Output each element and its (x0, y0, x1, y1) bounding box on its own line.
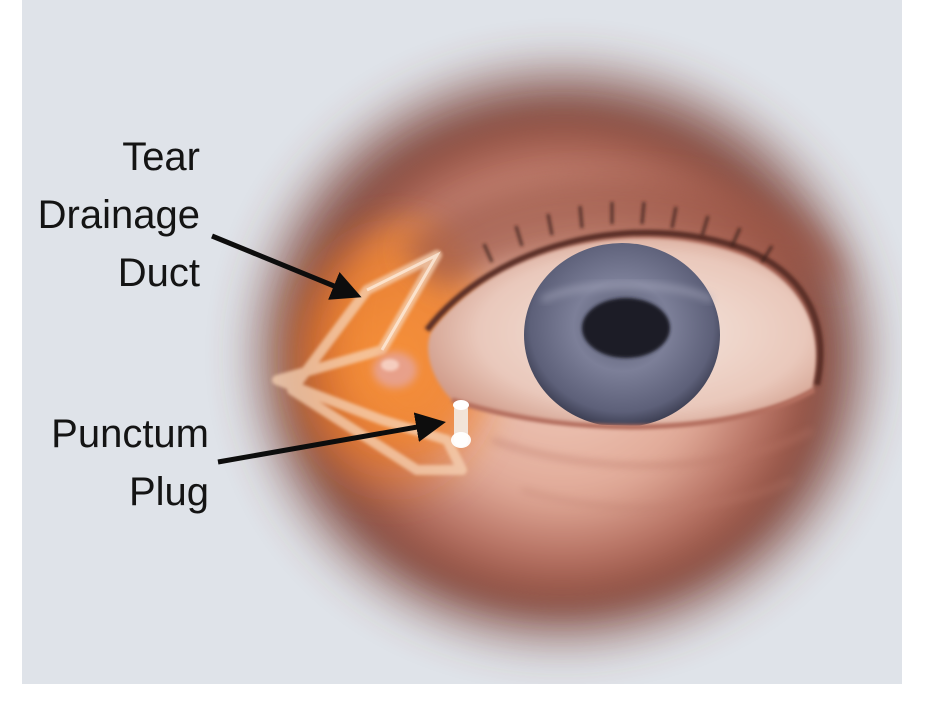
caruncle (373, 352, 417, 388)
iris-group (524, 243, 720, 427)
label-line: Drainage (38, 186, 200, 244)
label-line: Tear (38, 128, 200, 186)
punctum-plug-device (451, 400, 471, 448)
label-line: Duct (38, 244, 200, 302)
label-line: Punctum (51, 405, 209, 463)
pupil (582, 298, 670, 358)
label-line: Plug (51, 463, 209, 521)
tear-drainage-duct-label: Tear Drainage Duct (38, 128, 200, 302)
eye-diagram-canvas: Tear Drainage Duct Punctum Plug (22, 0, 902, 684)
caruncle-highlight (381, 359, 399, 371)
eye-illustration (22, 0, 902, 684)
punctum-plug-label: Punctum Plug (51, 405, 209, 521)
